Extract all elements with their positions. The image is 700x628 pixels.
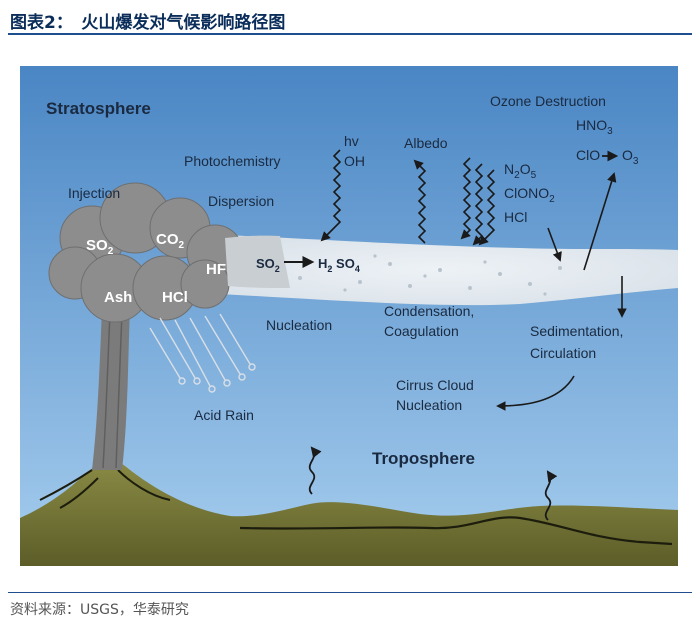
acid-rain-drops bbox=[178, 363, 256, 393]
sedimentation-label: Sedimentation, bbox=[530, 323, 623, 339]
o3-label: O3 bbox=[622, 147, 639, 167]
ozone-destruction-label: Ozone Destruction bbox=[490, 93, 606, 109]
volcano-crater-lines bbox=[39, 469, 171, 509]
ozone-destruction-arrow bbox=[583, 172, 617, 271]
volcano-climate-diagram: SO2 CO2 HF Ash HCl Stratosphere Troposph… bbox=[20, 66, 678, 566]
aerosol-particles bbox=[298, 254, 562, 296]
photochemistry-label: Photochemistry bbox=[184, 153, 280, 169]
header-divider bbox=[8, 33, 692, 35]
plume-tail bbox=[225, 235, 290, 288]
acid-rain-streaks bbox=[149, 313, 251, 387]
coagulation-label: Coagulation bbox=[384, 323, 459, 339]
cloud-gas-ash: Ash bbox=[104, 289, 132, 306]
circulation-label: Circulation bbox=[530, 345, 596, 361]
hno3-label: HNO3 bbox=[576, 117, 613, 137]
eruption-column-shading bbox=[102, 311, 123, 469]
clo-label: ClO bbox=[576, 147, 600, 163]
incoming-solar-arrows bbox=[460, 157, 496, 246]
dispersion-label: Dispersion bbox=[208, 193, 274, 209]
n2o5-label: N2O5 bbox=[504, 161, 537, 181]
source-note: 资料来源：USGS，华泰研究 bbox=[10, 602, 189, 618]
troposphere-heat-arrow-right bbox=[544, 470, 558, 521]
clono2-label: ClONO2 bbox=[504, 185, 555, 205]
nucleation-label: Nucleation bbox=[266, 317, 332, 333]
cloud-gas-so2: SO2 bbox=[86, 237, 114, 257]
cloud-gas-co2: CO2 bbox=[156, 231, 185, 251]
cloud-gas-hf: HF bbox=[206, 261, 226, 278]
hcl-label: HCl bbox=[504, 209, 527, 225]
acid-rain-label: Acid Rain bbox=[194, 407, 254, 423]
cloud-gas-hcl: HCl bbox=[162, 289, 188, 306]
ground bbox=[20, 460, 678, 566]
stratosphere-label: Stratosphere bbox=[46, 99, 151, 118]
cirrus-nucleation-label: Nucleation bbox=[396, 397, 462, 413]
troposphere-heat-arrow-left bbox=[308, 446, 322, 495]
eruption-cloud bbox=[48, 182, 244, 323]
albedo-label: Albedo bbox=[404, 135, 448, 151]
oh-label: OH bbox=[344, 153, 365, 169]
ground-fault-line bbox=[239, 516, 673, 546]
hcl-to-band-arrow bbox=[547, 227, 562, 262]
photochemistry-wavy-arrow bbox=[320, 149, 342, 242]
reaction-so2: SO2 bbox=[256, 256, 280, 274]
injection-label: Injection bbox=[68, 185, 120, 201]
albedo-wavy-arrow bbox=[413, 159, 427, 244]
figure-title: 图表2： 火山爆发对气候影响路径图 bbox=[10, 13, 286, 33]
cirrus-arrow bbox=[496, 375, 575, 411]
condensation-label: Condensation, bbox=[384, 303, 474, 319]
reaction-h2so4: H2 SO4 bbox=[318, 256, 360, 274]
cirrus-cloud-label: Cirrus Cloud bbox=[396, 377, 474, 393]
footer-divider bbox=[8, 592, 692, 593]
troposphere-label: Troposphere bbox=[372, 449, 475, 468]
hv-label: hv bbox=[344, 133, 359, 149]
